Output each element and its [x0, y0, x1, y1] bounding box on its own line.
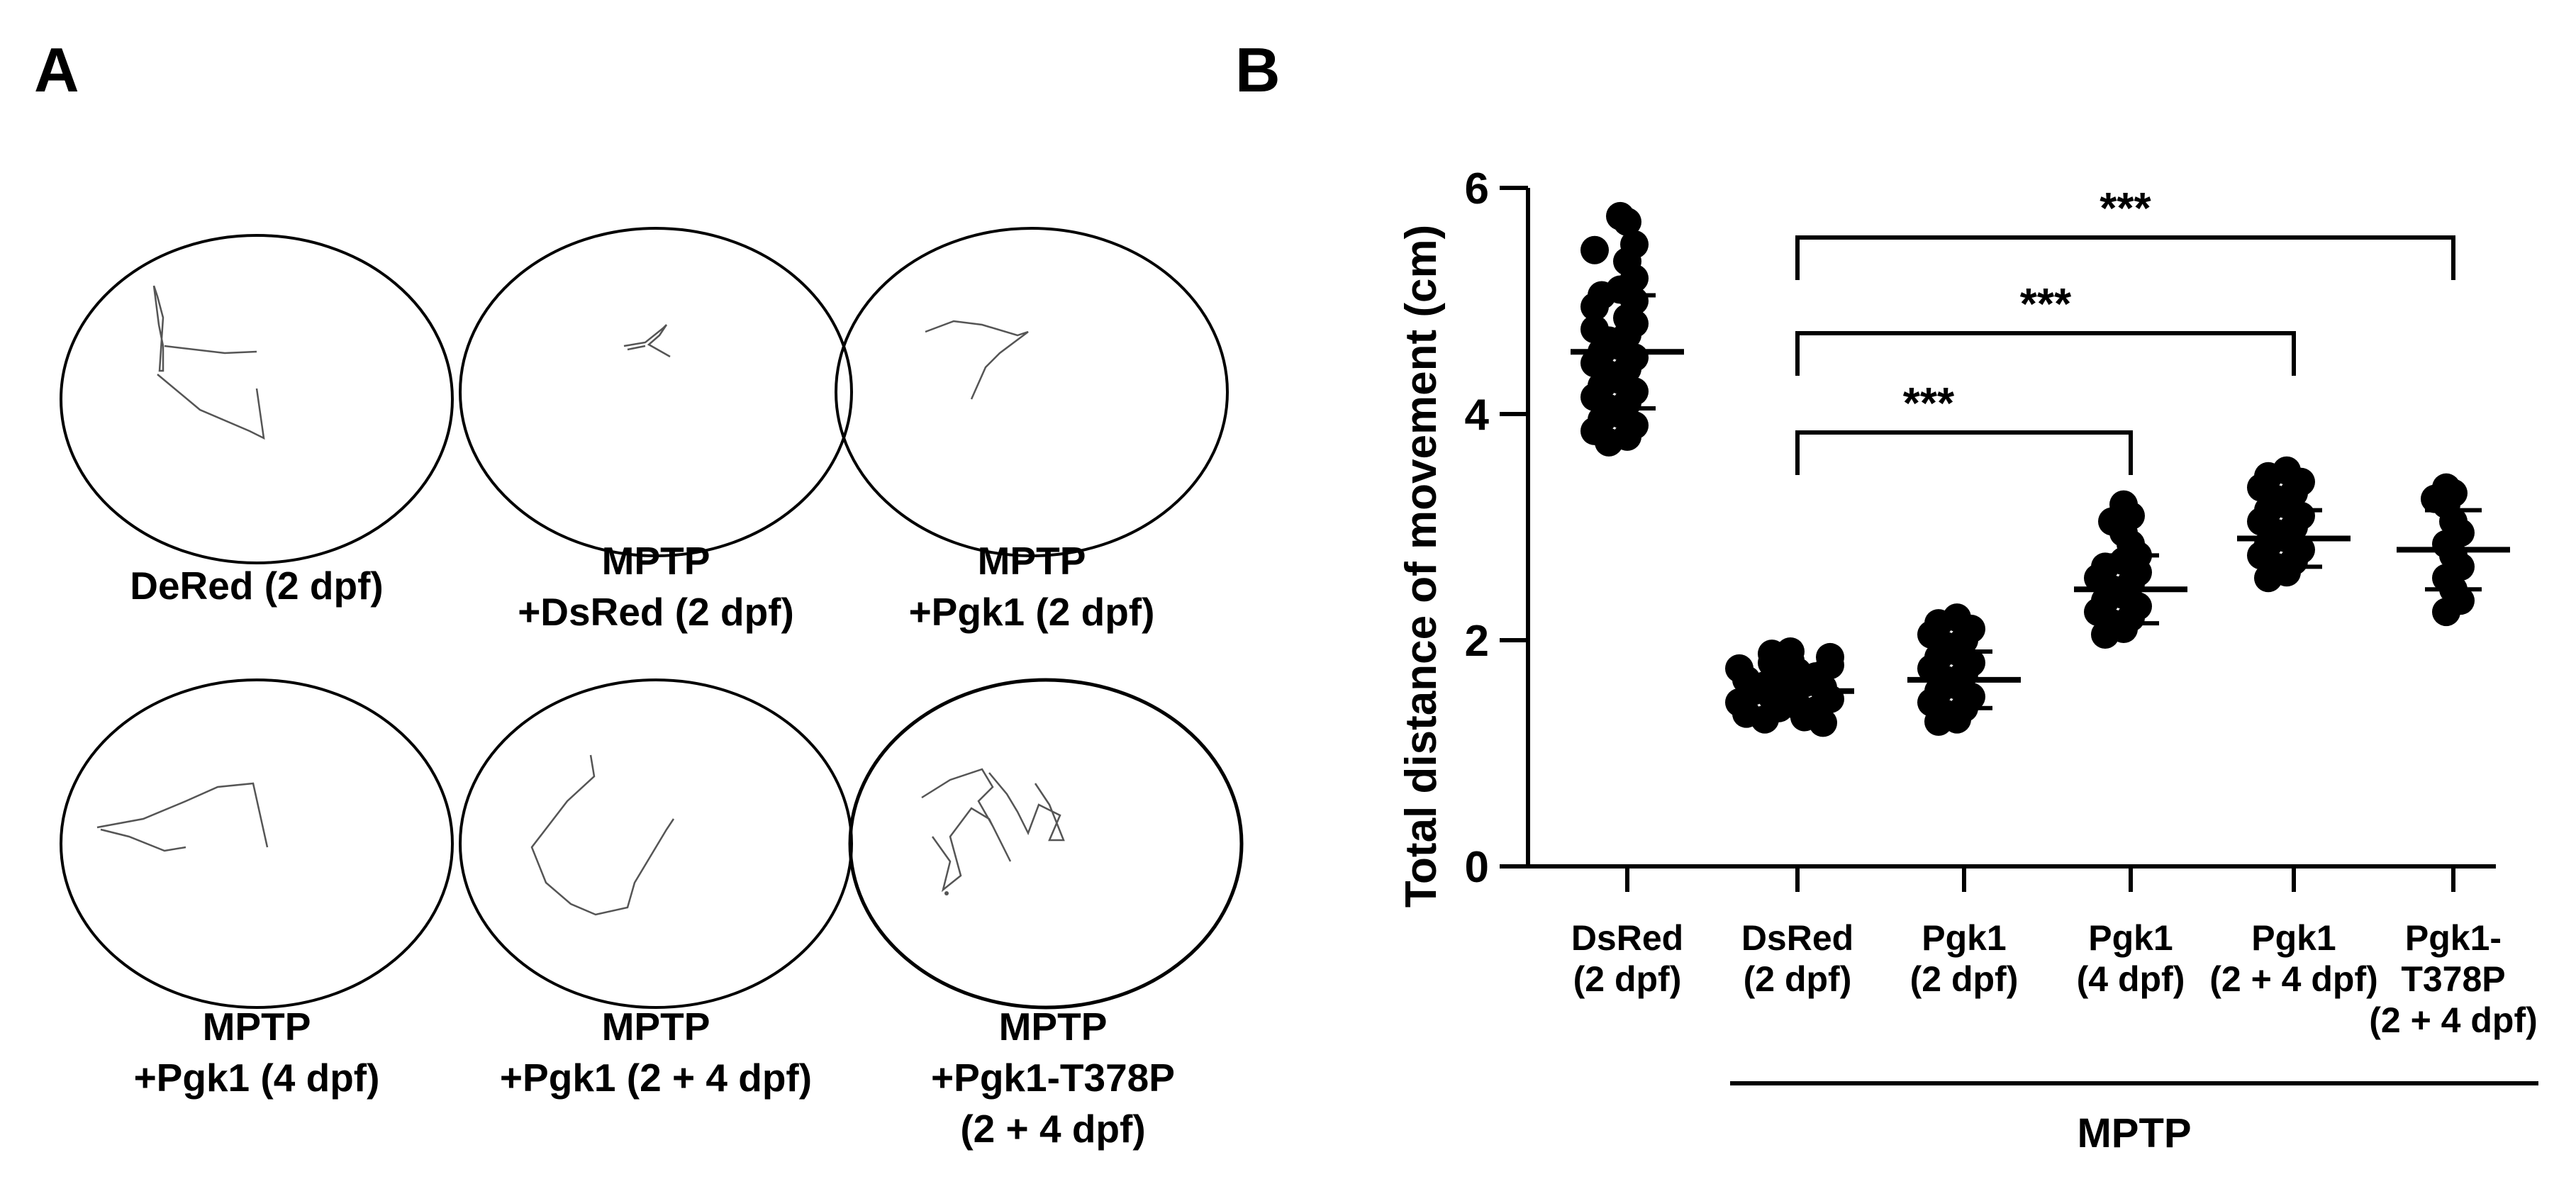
track-caption-4: MPTP +Pgk1 (4 dpf): [133, 1005, 380, 1100]
significance-bracket: [1795, 235, 2455, 280]
data-point: [1580, 235, 1609, 264]
data-point: [2091, 620, 2119, 649]
significance-label: ***: [1903, 379, 1955, 428]
y-tick-label: 4: [1465, 391, 1490, 440]
data-point: [1580, 292, 1609, 321]
track-caption-5: MPTP +Pgk1 (2 + 4 dpf): [499, 1005, 813, 1100]
panel-a-label: A: [34, 35, 79, 105]
track-caption-2: MPTP +DsRed (2 dpf): [518, 539, 794, 634]
significance-bracket: [1795, 331, 2296, 376]
mptp-group-label: MPTP: [2077, 1110, 2191, 1156]
x-tick-label: DsRed(2 dpf): [1571, 918, 1683, 999]
track-circle-mptp-dsred-2dpf: [457, 225, 854, 559]
data-point: [1809, 708, 1837, 737]
data-point: [1613, 207, 1641, 236]
y-axis-title: Total distance of movement (cm): [1397, 225, 1446, 907]
track-caption-3: MPTP +Pgk1 (2 dpf): [908, 539, 1155, 634]
significance-bracket: [1795, 430, 2133, 475]
track-circle-mptp-pgk1-4dpf: [58, 677, 455, 1010]
x-tick-label: Pgk1(4 dpf): [2077, 918, 2185, 999]
y-tick-label: 2: [1465, 617, 1489, 666]
panel-b-label: B: [1235, 35, 1281, 105]
y-tick-label: 0: [1465, 843, 1489, 892]
data-point: [1751, 705, 1779, 734]
data-point: [2432, 598, 2460, 627]
track-circle-mptp-pgk1-2dpf: [833, 225, 1230, 559]
data-point: [1924, 707, 1953, 736]
data-point: [1595, 428, 1623, 457]
x-tick-label: Pgk1(2 + 4 dpf): [2209, 918, 2378, 999]
chart-marks: [1571, 201, 2510, 737]
significance-label: ***: [2020, 280, 2072, 329]
track-caption-1: DeRed (2 dpf): [130, 564, 384, 608]
track-circle-dered-2dpf: [58, 233, 455, 566]
x-tick-label: DsRed(2 dpf): [1741, 918, 1853, 999]
y-tick-label: 6: [1465, 164, 1489, 213]
track-caption-6: MPTP +Pgk1-T378P (2 + 4 dpf): [931, 1005, 1175, 1151]
chart-axes: [1500, 186, 2538, 1085]
x-tick-label: Pgk1(2 dpf): [1910, 918, 2019, 999]
x-tick-label: Pgk1-T378P(2 + 4 dpf): [2369, 918, 2538, 1040]
significance-label: ***: [2100, 184, 2151, 233]
data-point: [2254, 564, 2282, 593]
track-circle-mptp-pgk1-t378p: [847, 677, 1244, 1010]
